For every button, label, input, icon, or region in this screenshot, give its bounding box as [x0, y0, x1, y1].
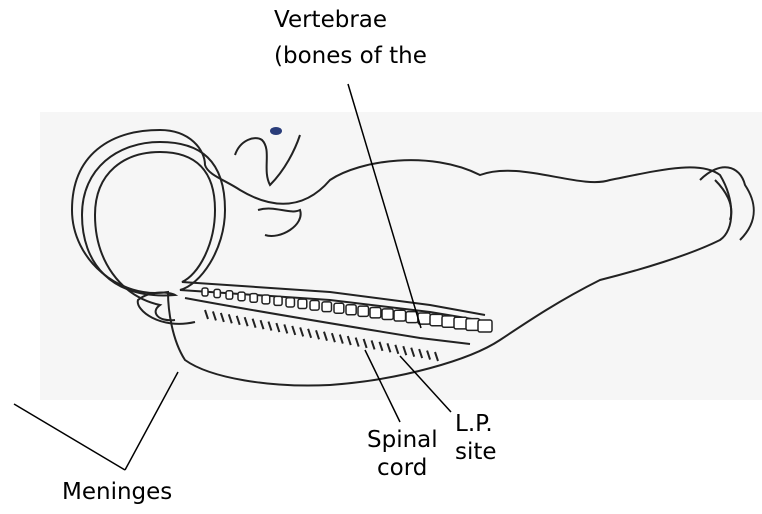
vertebra	[202, 288, 208, 296]
vertebra	[382, 309, 393, 320]
vertebra	[358, 306, 369, 316]
vertebra	[310, 301, 319, 311]
lp-site-label-line1: L.P.	[455, 410, 497, 438]
lp-site-label: L.P. site	[455, 410, 497, 466]
meninges-label-text: Meninges	[62, 479, 172, 505]
vertebra	[262, 295, 270, 304]
meninges-leader-line-left	[14, 404, 125, 470]
vertebrae-label-line1: Vertebrae	[274, 6, 427, 34]
vertebra	[430, 314, 443, 325]
vertebrae-label-line2: (bones of the	[274, 42, 427, 70]
vertebra	[334, 303, 344, 313]
vertebra	[370, 307, 381, 317]
spinal-cord-label: Spinal cord	[367, 426, 438, 482]
vertebra	[478, 320, 492, 332]
vertebra	[238, 292, 245, 301]
vertebra	[214, 289, 220, 297]
vertebra	[346, 305, 356, 315]
pacifier-tip	[270, 127, 282, 135]
vertebra	[226, 291, 233, 299]
vertebra	[250, 294, 257, 303]
spinal-cord-label-line2: cord	[367, 454, 438, 482]
vertebra	[298, 299, 307, 308]
meninges-label: Meninges	[62, 478, 172, 506]
vertebra	[442, 316, 455, 327]
vertebra	[394, 310, 406, 321]
vertebra	[286, 298, 294, 307]
vertebra	[322, 302, 331, 312]
spinal-cord-label-line1: Spinal	[367, 426, 438, 454]
lp-site-label-line2: site	[455, 438, 497, 466]
vertebra	[274, 296, 282, 305]
vertebrae-label: Vertebrae (bones of the	[274, 6, 427, 70]
